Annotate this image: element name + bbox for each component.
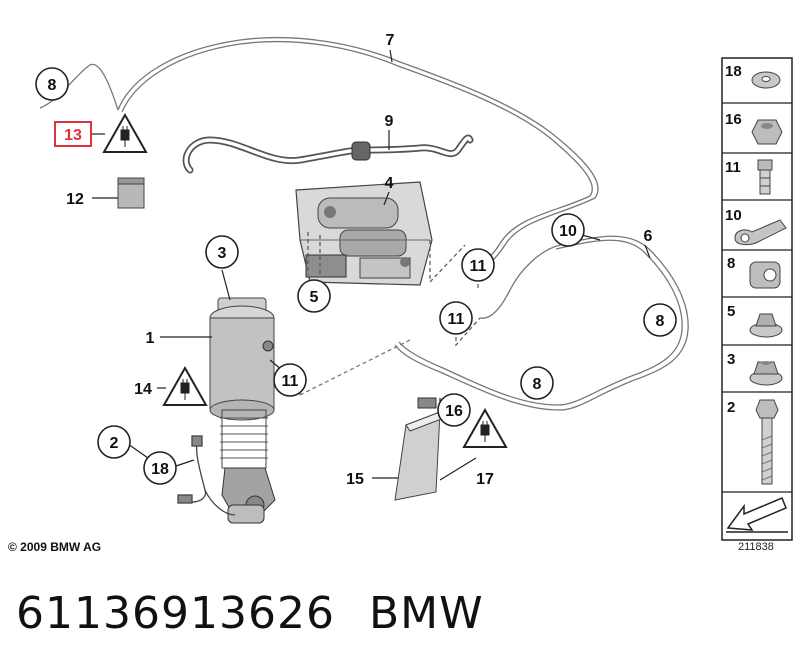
module-part-12 [117,177,145,209]
diagram-id: 211838 [738,541,774,553]
callout-5: 5 [310,289,319,306]
callout-circle-10 [551,213,585,247]
footer: 61136913626 BMW [16,588,484,639]
callout-circle-8a [35,67,69,101]
callout-13-highlight [54,121,92,147]
callout-circle-11b [461,248,495,282]
clip-part-10 [734,219,787,246]
connector-part-11 [757,159,773,195]
callout-circle-11a [273,363,307,397]
callout-15: 15 [346,471,364,488]
callout-circle-11c [439,301,473,335]
callout-11a: 11 [282,373,299,390]
callout-17: 17 [476,471,494,488]
callout-2: 2 [110,435,119,452]
side-label-2: 2 [727,399,735,416]
air-lines [39,36,689,411]
callout-1: 1 [146,330,155,347]
flange-nut-part-5 [749,313,783,338]
callout-circle-3 [205,235,239,269]
callout-8b: 8 [656,313,665,330]
arrow-icon [726,497,788,533]
copyright: © 2009 BMW AG [8,540,102,554]
side-label-5: 5 [727,303,735,320]
side-label-3: 3 [727,351,735,368]
side-label-16: 16 [725,111,742,128]
sensor-cable [177,435,236,516]
callout-9: 9 [385,113,394,130]
nut-part-16 [751,119,783,145]
side-label-10: 10 [725,207,742,224]
callout-11c: 11 [448,311,465,328]
side-label-11: 11 [725,159,741,176]
nut-part-3 [749,361,783,386]
hose [182,134,474,174]
washer-part-18 [751,71,781,89]
callout-16: 16 [445,403,463,420]
callout-7: 7 [386,32,395,49]
callout-11b: 11 [470,258,487,275]
callout-circle-8c [520,366,554,400]
callout-3: 3 [218,245,227,262]
callout-circle-5 [297,279,331,313]
holder-part-8 [749,261,781,289]
callout-4: 4 [385,175,394,192]
control-unit [394,397,445,501]
side-panel: 18 16 11 10 8 5 3 2 [721,57,793,541]
compressor-unit [295,181,433,286]
brand: BMW [368,588,484,639]
callout-circle-8b [643,303,677,337]
part-number: 61136913626 [16,588,335,639]
callout-circles [35,67,677,485]
callout-13: 13 [64,127,82,144]
callout-8a: 8 [48,77,57,94]
side-label-8: 8 [727,255,735,272]
callout-12: 12 [66,191,84,208]
callout-circle-2 [97,425,131,459]
callout-18: 18 [151,461,169,478]
callout-6: 6 [644,228,653,245]
callout-14: 14 [134,381,152,398]
air-strut [209,297,276,524]
callout-circle-18 [143,451,177,485]
bolt-part-2 [755,399,779,485]
callout-8c: 8 [533,376,542,393]
callout-10: 10 [559,223,577,240]
callout-circle-16 [437,393,471,427]
side-label-18: 18 [725,63,742,80]
plug-icons [120,126,490,442]
